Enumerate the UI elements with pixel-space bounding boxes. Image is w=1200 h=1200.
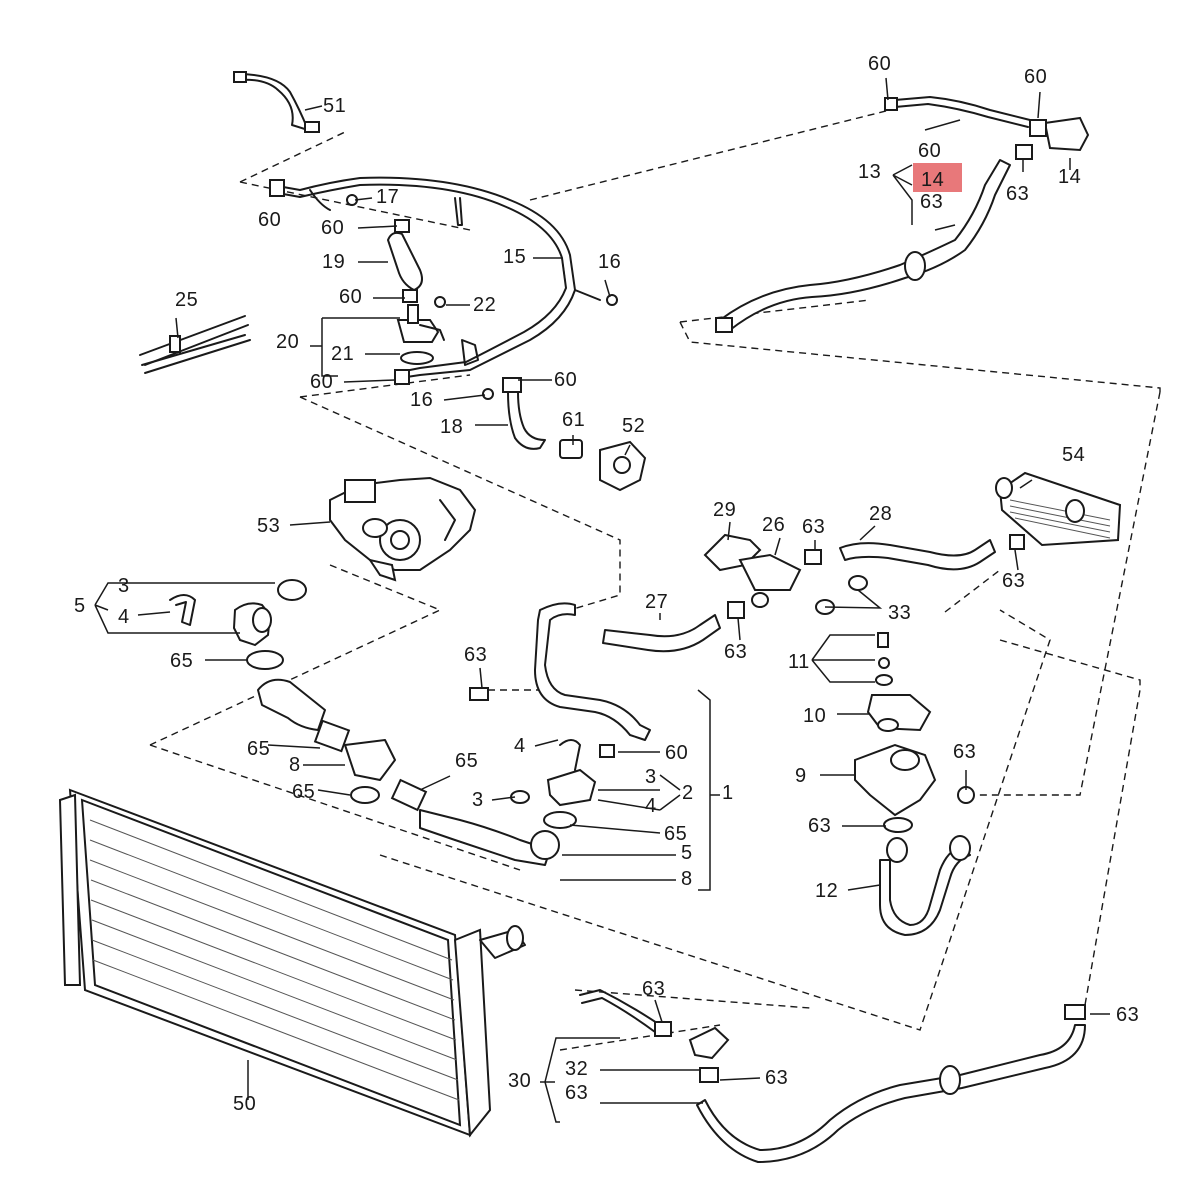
callout-c61: 61 [562, 409, 585, 431]
bracket-26 [703, 533, 868, 615]
callout-c3a: 3 [118, 575, 130, 597]
hose-28 [839, 534, 1025, 571]
radiator-50 [58, 788, 526, 1138]
callout-c8a: 8 [289, 754, 301, 776]
callout-c65c: 65 [455, 750, 478, 772]
callout-c63j: 63 [1116, 1004, 1139, 1026]
pipe-15 [269, 176, 601, 385]
callout-c33: 33 [888, 602, 911, 624]
callout-c3b: 3 [645, 766, 657, 788]
callout-c16b: 16 [410, 389, 433, 411]
callout-c2: 2 [682, 782, 694, 804]
pump-9 [854, 632, 975, 833]
callout-c10: 10 [803, 705, 826, 727]
callout-c63e: 63 [724, 641, 747, 663]
callout-c28: 28 [869, 503, 892, 525]
callout-c17: 17 [376, 186, 399, 208]
callout-c60c: 60 [339, 286, 362, 308]
callout-c60f: 60 [868, 53, 891, 75]
leader-lines [94, 77, 1110, 1123]
callout-c63b: 63 [920, 191, 943, 213]
callout-c63g: 63 [953, 741, 976, 763]
hose-12 [879, 835, 971, 936]
callout-c65d: 65 [292, 781, 315, 803]
callout-c63f: 63 [464, 644, 487, 666]
hose-13 [715, 96, 1090, 333]
callout-c4c: 4 [645, 795, 657, 817]
callout-c63l: 63 [565, 1082, 588, 1104]
valve-assembly-20 [346, 194, 446, 365]
callout-c63i: 63 [642, 978, 665, 1000]
highlight-box [913, 163, 962, 192]
hose-51 [233, 71, 320, 133]
callout-c14b: 14 [1058, 166, 1081, 188]
callout-c53: 53 [257, 515, 280, 537]
callout-c26: 26 [762, 514, 785, 536]
callout-c19: 19 [322, 251, 345, 273]
callout-c63c: 63 [802, 516, 825, 538]
hose-30 [579, 989, 1086, 1163]
callout-c51: 51 [323, 95, 346, 117]
callout-c60g: 60 [1024, 66, 1047, 88]
callout-c65e: 65 [664, 823, 687, 845]
callout-c60i: 60 [665, 742, 688, 764]
callout-c63k: 63 [765, 1067, 788, 1089]
cable-tie-25 [139, 315, 251, 374]
sensor-52 [559, 439, 647, 492]
callout-c52: 52 [622, 415, 645, 437]
callout-c21: 21 [331, 343, 354, 365]
thermostat-housing-53 [329, 476, 477, 582]
callout-c5a: 5 [74, 595, 86, 617]
callout-c12: 12 [815, 880, 838, 902]
callout-c1: 1 [722, 782, 734, 804]
callout-c60d: 60 [310, 371, 333, 393]
oil-cooler-54 [995, 471, 1122, 547]
callout-c9: 9 [795, 765, 807, 787]
callout-c16a: 16 [598, 251, 621, 273]
callout-c65b: 65 [247, 738, 270, 760]
callout-c13: 13 [858, 161, 881, 183]
callout-c60b: 60 [321, 217, 344, 239]
callout-c50: 50 [233, 1093, 256, 1115]
callout-c32: 32 [565, 1058, 588, 1080]
callout-c22: 22 [473, 294, 496, 316]
flange-5 [169, 579, 307, 670]
callout-c30: 30 [508, 1070, 531, 1092]
callout-c18: 18 [440, 416, 463, 438]
callout-c25: 25 [175, 289, 198, 311]
callout-c11: 11 [788, 651, 810, 673]
callout-c65a: 65 [170, 650, 193, 672]
dashed-frames [149, 109, 1161, 1051]
callout-c29: 29 [713, 499, 736, 521]
callout-c15: 15 [503, 246, 526, 268]
hose-27 [534, 601, 745, 741]
callout-c60a: 60 [258, 209, 281, 231]
callout-c54: 54 [1062, 444, 1085, 466]
callout-c27: 27 [645, 591, 668, 613]
callout-c60h: 60 [918, 140, 941, 162]
callout-c20: 20 [276, 331, 299, 353]
callout-c4a: 4 [118, 606, 130, 628]
callout-c8b: 8 [681, 868, 693, 890]
hose-8 [257, 678, 615, 866]
callout-c63h: 63 [808, 815, 831, 837]
callout-c63a: 63 [1006, 183, 1029, 205]
callout-c3c: 3 [472, 789, 484, 811]
callout-c5b: 5 [681, 842, 693, 864]
hose-18 [482, 294, 618, 450]
callout-c14a: 14 [921, 169, 944, 191]
callout-c4b: 4 [514, 735, 526, 757]
callout-c60e: 60 [554, 369, 577, 391]
callout-c63d: 63 [1002, 570, 1025, 592]
